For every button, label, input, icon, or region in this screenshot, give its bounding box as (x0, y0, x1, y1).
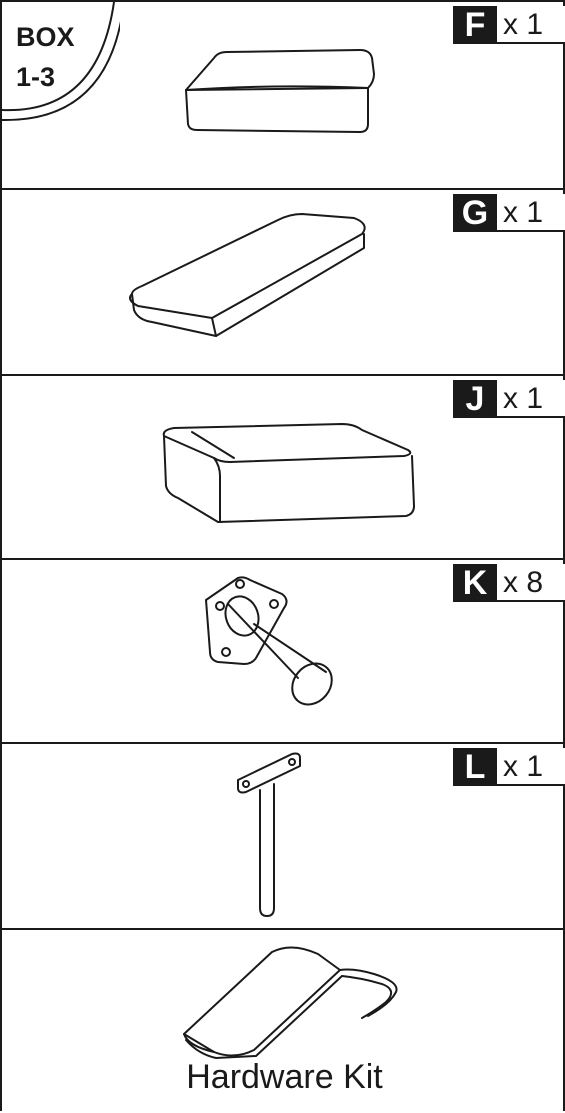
hardware-kit-panel: Hardware Kit (2, 928, 565, 1111)
ottoman-cushion-icon (162, 423, 415, 523)
part-letter: G (453, 194, 497, 232)
part-quantity: x 8 (497, 564, 565, 602)
box-badge: BOX 1-3 (2, 2, 120, 124)
hardware-kit-caption: Hardware Kit (186, 1058, 383, 1096)
box-badge-corner (2, 2, 120, 122)
part-panel-g: G x 1 (2, 188, 565, 374)
part-letter: L (453, 748, 497, 786)
back-cushion-icon (129, 213, 366, 337)
part-panel-j: J x 1 (2, 374, 565, 558)
part-letter: J (453, 380, 497, 418)
leg-bracket-icon (205, 576, 333, 706)
part-panel-l: L x 1 (2, 742, 565, 928)
part-label-l: L x 1 (453, 748, 565, 786)
hardware-bag-icon (183, 946, 398, 1059)
part-quantity: x 1 (497, 194, 565, 232)
box-range: 1-3 (16, 62, 56, 92)
part-quantity: x 1 (497, 6, 565, 44)
center-support-leg-icon (237, 752, 301, 917)
part-label-f: F x 1 (453, 6, 565, 44)
box-label: BOX (16, 22, 75, 52)
part-label-j: J x 1 (453, 380, 565, 418)
part-letter: K (453, 564, 497, 602)
part-panel-f: BOX 1-3 F x 1 (2, 0, 565, 188)
seat-cushion-icon (185, 49, 375, 133)
part-quantity: x 1 (497, 748, 565, 786)
part-label-g: G x 1 (453, 194, 565, 232)
part-quantity: x 1 (497, 380, 565, 418)
part-panel-k: K x 8 (2, 558, 565, 742)
part-label-k: K x 8 (453, 564, 565, 602)
part-letter: F (453, 6, 497, 44)
